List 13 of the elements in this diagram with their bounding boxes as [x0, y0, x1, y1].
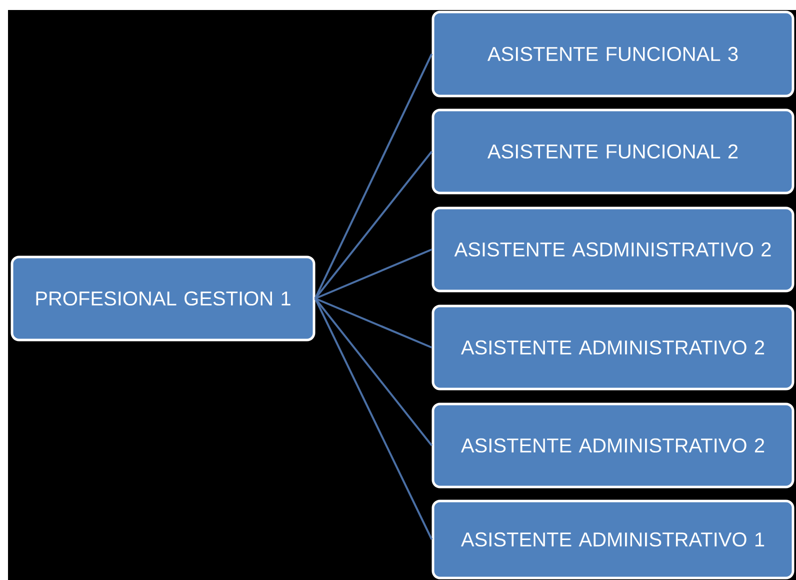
role-box: ASISTENTE ASDMINISTRATIVO 2 [432, 206, 794, 292]
connector-line [314, 54, 433, 299]
connector-line [314, 298, 432, 348]
role-box: PROFESIONAL GESTION 1 [10, 256, 316, 342]
connector-line [314, 298, 433, 446]
role-box: ASISTENTE ADMINISTRATIVO 1 [432, 500, 794, 580]
role-box: ASISTENTE ADMINISTRATIVO 2 [432, 304, 794, 390]
connector-line [314, 298, 433, 540]
role-box: ASISTENTE FUNCIONAL 3 [432, 10, 794, 98]
role-box: ASISTENTE FUNCIONAL 2 [432, 108, 794, 194]
connector-line [314, 248, 432, 300]
connector-line [314, 150, 433, 300]
role-box: ASISTENTE ADMINISTRATIVO 2 [432, 402, 794, 488]
